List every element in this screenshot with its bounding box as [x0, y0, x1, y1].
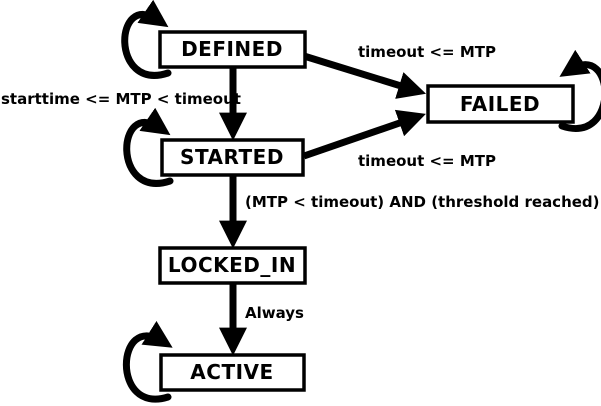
state-active: ACTIVE: [159, 353, 306, 392]
edge-label-defined-to-started: starttime <= MTP < timeout: [1, 90, 241, 108]
state-started-label: STARTED: [180, 145, 284, 169]
self-loop-failed-arrow: [558, 49, 601, 132]
self-loop-started-arrow: [123, 107, 174, 187]
edge-label-locked-in-to-active: Always: [245, 304, 304, 322]
edge-started-to-failed-arrow: [302, 109, 426, 160]
state-active-box: [159, 353, 306, 392]
state-started: STARTED: [160, 138, 305, 177]
state-failed-box: [426, 84, 575, 124]
state-locked-in-label: LOCKED_IN: [168, 253, 296, 277]
self-loop-active-arrow: [123, 320, 173, 403]
state-defined-box: [158, 30, 307, 69]
edge-label-defined-to-failed: timeout <= MTP: [358, 43, 496, 61]
edge-label-started-to-locked-in: (MTP < timeout) AND (threshold reached): [245, 193, 600, 211]
state-locked-in-box: [158, 246, 307, 285]
state-defined: DEFINED: [158, 30, 307, 69]
self-loop-defined-arrow: [121, 0, 172, 79]
edge-label-started-to-failed: timeout <= MTP: [358, 152, 496, 170]
edge-defined-to-failed-arrow: [302, 52, 427, 99]
state-active-label: ACTIVE: [190, 360, 273, 384]
state-defined-label: DEFINED: [181, 37, 283, 61]
state-failed-label: FAILED: [460, 92, 540, 116]
state-failed: FAILED: [426, 84, 575, 124]
state-locked-in: LOCKED_IN: [158, 246, 307, 285]
state-started-box: [160, 138, 305, 177]
